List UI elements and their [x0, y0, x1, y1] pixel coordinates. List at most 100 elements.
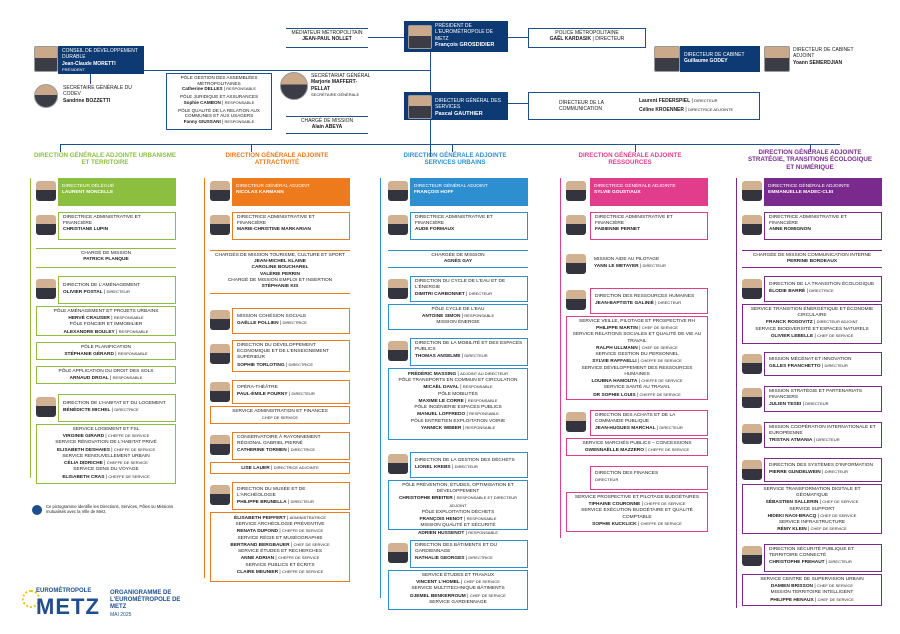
c3-pole-eau-name: Antoine SIMON — [421, 314, 461, 320]
c1-pole-ads-title: PÔLE APPLICATION DU DROIT DES SOLS — [58, 369, 154, 374]
poles-box: PÔLE GESTION DES ASSEMBLÉES MÉTROPOLITAI… — [166, 73, 272, 130]
c1-svc-renov-title: SERVICE RÉNOVATION DE L'HABITAT PRIVÉ — [55, 440, 157, 446]
c2-musee-admin-name: Élisabeth PEIFFERT — [234, 516, 286, 521]
c3-pole-mob-role: RESPONSABLE — [467, 397, 498, 403]
c5-mecenat-photo — [742, 354, 762, 374]
c3-pole-eau-title: PÔLE CYCLE DE L'EAU — [431, 307, 485, 312]
c3-daf: DIRECTRICE ADMINISTRATIVE ET FINANCIÈRE … — [410, 212, 528, 240]
codev-title: CONSEIL DE DÉVELOPPEMENT DURABLE — [62, 48, 138, 61]
c4-finances: DIRECTION DES FINANCES DIRECTEUR — [590, 466, 708, 490]
c5-dsi-title: DIRECTION DES SYSTÈMES D'INFORMATION — [769, 463, 873, 468]
communication-n2: Céline KROENNER — [639, 107, 685, 113]
pole-0-title: PÔLE GESTION DES ASSEMBLÉES MÉTROPOLITAI… — [180, 75, 258, 86]
c1-habitat: DIRECTION DE L'HABITAT ET DU LOGEMENT Bé… — [58, 394, 176, 422]
cabinet-adj-name: Yoann SEMERDJIAN — [793, 59, 843, 66]
c2-opera-photo — [210, 382, 230, 402]
c2-cm-emploi-title: CHARGÉ DE MISSION EMPLOI ET INSERTION — [227, 277, 333, 283]
c2-svc-archeo-name: Renata DUPOND — [236, 529, 278, 535]
c3-pole-exploit-role: RESPONSABLE — [466, 516, 497, 522]
c3-batiments-title: DIRECTION DES BÂTIMENTS ET DU GARDIENNAG… — [415, 543, 497, 555]
c1-cm-title: CHARGÉ DE MISSION — [80, 251, 132, 256]
mediateur-title: MÉDIATEUR MÉTROPOLITAIN — [291, 30, 363, 36]
c2-deco: DIRECTION DU DÉVELOPPEMENT ÉCONOMIQUE ET… — [232, 340, 350, 372]
dgs-box: DIRECTEUR GÉNÉRAL DES SERVICES Pascal GA… — [404, 92, 508, 120]
c4-daf-name: Fabienne PERNET — [595, 227, 641, 233]
c4-pilotage: MISSION AIDE AU PILOTAGE Yann LE METAYER… — [590, 252, 708, 276]
c1-habitat-photo — [36, 397, 56, 417]
c3-eau-name: Dimitri CARBONNET — [415, 292, 465, 298]
cabinet-photo — [654, 46, 680, 72]
c4-achats-role: DIRECTEUR — [659, 425, 683, 431]
c1-svc-gdv-role: CHEFFE DE SERVICE — [108, 473, 150, 479]
c3-daf-title: DIRECTRICE ADMINISTRATIVE ET FINANCIÈRE — [415, 215, 493, 227]
c5-svc-infra-name: Rémy KLEIN — [777, 527, 807, 533]
secgen-codev-title: SECRÉTAIRE GÉNÉRALE DU CODEV — [63, 85, 132, 98]
c4-svc-dev-name: Loubna HAMOUTA — [591, 379, 638, 385]
c1-amenagement-photo — [36, 279, 56, 299]
c3-dechets: DIRECTION DE LA GESTION DES DÉCHETS Lion… — [410, 452, 528, 478]
c2-cm-n1: Jean-Michel KLAINE — [254, 259, 306, 265]
c3-pole-prev-name: Christophe BREITER — [398, 496, 453, 502]
c1-svc-logement-name: Virginie GIRARD — [62, 434, 105, 440]
c5-cm-name: Perrine BORDEAUX — [786, 259, 838, 265]
c2-musee-admin-role: ADMINISTRATRICE — [289, 515, 326, 520]
president-photo — [408, 25, 432, 49]
c5-transition-name: Élodie BARRÉ — [769, 289, 806, 295]
c4-svc-veille-name: Philippe MARTIN — [596, 326, 638, 332]
c2-svc-regie-role: CHEF DE SERVICE — [293, 541, 330, 547]
c2-cm-n2: Caroline BOUCHAREL — [251, 265, 309, 271]
c2-svc-regie-title: SERVICE RÉGIE ET MUSÉOGRAPHIE — [237, 535, 323, 541]
c2-opera-role: DIRECTEUR — [291, 391, 315, 397]
c3-dechets-poles: PÔLE PRÉVENTION, ÉTUDES, OPTIMISATION ET… — [388, 480, 528, 536]
c2-conservatoire-adj: Lise LAUER | DIRECTRICE ADJOINTE — [210, 462, 350, 474]
c5-svc-digital-name: Sébastien SALLERIN — [765, 500, 819, 506]
communication-r2: DIRECTRICE ADJOINTE — [688, 107, 734, 112]
c1-amenagement-role: DIRECTEUR — [106, 289, 130, 295]
c5-cooperation-title: MISSION COOPÉRATION INTERNATIONALE ET EU… — [769, 425, 876, 437]
c1-pole-ap-title: PÔLE AMÉNAGEMENT ET PROJETS URBAINS — [53, 309, 159, 314]
c4-drh-name: Jean-Baptiste GALINIÉ — [595, 301, 654, 307]
c2-svc-etudes-title: SERVICE ÉTUDES ET RECHERCHES — [237, 549, 323, 555]
c3-cm: CHARGÉE DE MISSION Agnès GAY — [388, 250, 528, 268]
communication-box: DIRECTEUR DE LA COMMUNICATION Laurent FE… — [528, 92, 760, 120]
col3-title: DIRECTION GÉNÉRALE ADJOINTE SERVICES URB… — [403, 152, 507, 167]
c2-conservatoire-title: CONSERVATOIRE À RAYONNEMENT RÉGIONAL GAB… — [237, 435, 321, 447]
c5-strategie-title: MISSION STRATÉGIE ET PARTENARIATS FINANC… — [769, 389, 863, 401]
mediateur-name: JEAN-PAUL NOLLET — [302, 36, 352, 43]
c2-svc-publics-role: CHEFFE DE SERVICE — [281, 568, 324, 574]
c1-pole-fi-role: RESPONSABLE — [118, 328, 149, 334]
c5-svc-biodiv-title: SERVICE BIODIVERSITÉ ET ESPACES NATURELS — [755, 326, 869, 332]
c3-batiments: DIRECTION DES BÂTIMENTS ET DU GARDIENNAG… — [410, 540, 528, 568]
legend-text: Ce pictogramme identifie les Directions,… — [46, 504, 174, 515]
cabinet-box: DIRECTEUR DE CABINET Guillaume GODEY — [680, 46, 760, 72]
c3-eau-role: DIRECTEUR — [468, 291, 493, 297]
c3-eau-poles: PÔLE CYCLE DE L'EAU Antoine SIMON | RESP… — [388, 304, 528, 330]
secgen-codev-photo — [34, 84, 58, 108]
c4-svc-marches-name: Gwennaëlle MAZZERO — [584, 448, 644, 454]
police-name: GAËL KARDASIK — [549, 36, 592, 43]
pole-0: PÔLE GESTION DES ASSEMBLÉES MÉTROPOLITAI… — [170, 75, 268, 92]
c2-conservatoire-photo — [210, 435, 230, 455]
c5-svc-infra-title: SERVICE INFRASTRUCTURE — [778, 520, 846, 526]
c1-svc-ru-name: Célia DIDRICHE — [64, 461, 103, 467]
secgen-codev-box: SECRÉTAIRE GÉNÉRALE DU CODEV Sandrine BO… — [60, 84, 144, 108]
c5-dsi-role: DIRECTEUR — [824, 469, 848, 475]
c4-svc-sante-name: Dr Sophie LOUIS — [593, 392, 636, 398]
c3-dechets-role: DIRECTEUR — [454, 464, 478, 470]
c1-pole-ads-role: RESPONSABLE — [112, 375, 143, 381]
c5-transition: DIRECTION DE LA TRANSITION ÉCOLOGIQUE Él… — [764, 276, 882, 302]
c2-svc-archeo-role: CHEFFE DE SERVICE — [281, 528, 324, 534]
c3-pole-prev-title: PÔLE PRÉVENTION, ÉTUDES, OPTIMISATION ET… — [402, 483, 514, 495]
c3-dechets-photo — [388, 454, 408, 474]
c4-svc-dev-title: SERVICE DÉVELOPPEMENT DES RESSOURCES HUM… — [581, 365, 693, 377]
c3-svc-etudes-title: SERVICE ÉTUDES ET TRAVAUX — [421, 573, 495, 578]
c5-mission-ti-title: MISSION TERRITOIRE INTELLIGENT — [770, 590, 854, 596]
c5-mecenat: MISSION MÉCÉNAT ET INNOVATION Gilles FRA… — [764, 352, 882, 376]
c1-pole-planif-name: Stéphanie GÉRARD — [64, 352, 114, 358]
c5-securite: DIRECTION SÉCURITÉ PUBLIQUE ET TERRITOIR… — [764, 544, 882, 572]
c4-svc-relations-name: Ralph ULLMANN — [596, 345, 638, 351]
c2-conservatoire-adj-role: DIRECTRICE ADJOINTE — [273, 465, 319, 470]
c5-svc-csu-title: SERVICE CENTRE DE SUPERVISION URBAIN — [760, 577, 864, 582]
c2-cohesion-role: DIRECTRICE — [282, 320, 307, 326]
c1-habitat-title: DIRECTION DE L'HABITAT ET DU LOGEMENT — [63, 401, 166, 406]
